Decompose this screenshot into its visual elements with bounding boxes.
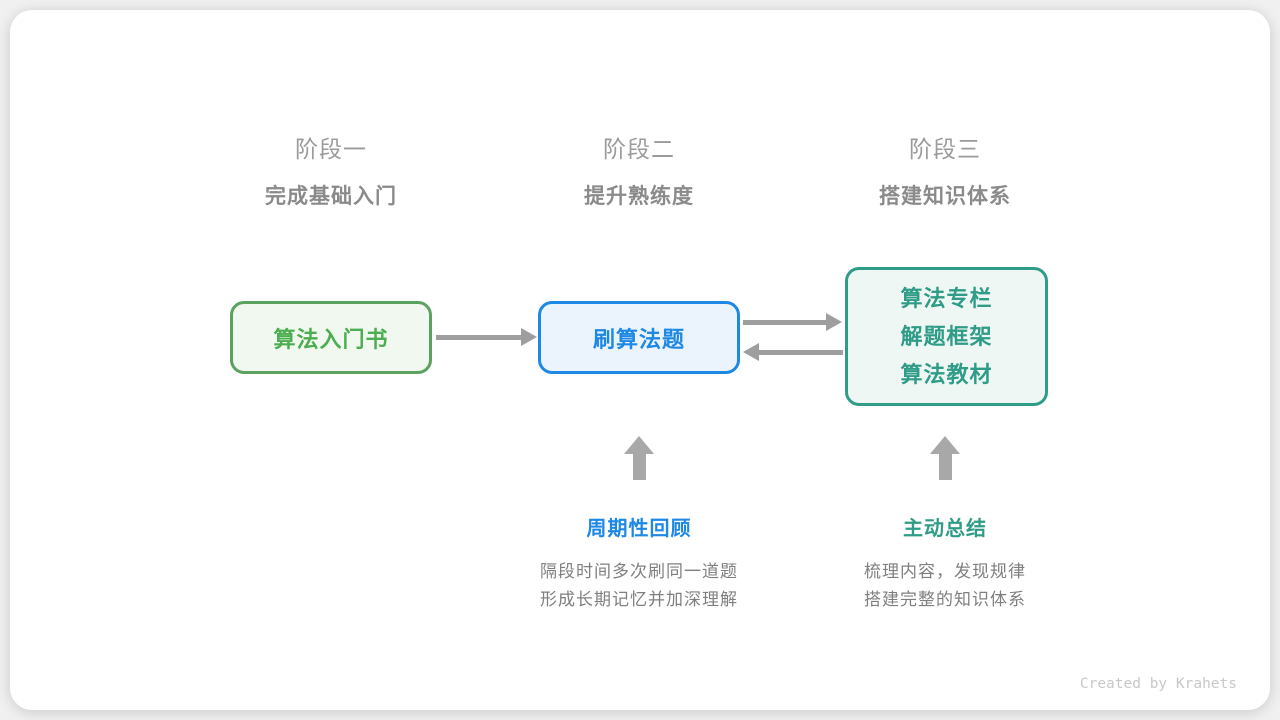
diagram-card: 阶段一 完成基础入门 阶段二 提升熟练度 阶段三 搭建知识体系 算法入门书 刷算… — [10, 10, 1270, 710]
node-intro-book: 算法入门书 — [230, 301, 432, 374]
node-resources-line1: 算法专栏 — [900, 285, 993, 311]
annotation-review-desc-line1: 隔段时间多次刷同一道题 — [540, 562, 738, 581]
annotation-review-desc-line2: 形成长期记忆并加深理解 — [540, 590, 738, 609]
stage3-label: 阶段三 — [909, 136, 981, 162]
node-resources-line2: 解题框架 — [900, 323, 993, 349]
arrow-resources-to-practice-line — [758, 350, 843, 355]
stage1-label: 阶段一 — [295, 136, 367, 162]
node-intro-book-label: 算法入门书 — [273, 326, 389, 352]
up-arrow-summary-stem — [939, 454, 952, 480]
up-arrow-review-head-icon — [624, 436, 654, 454]
node-practice: 刷算法题 — [538, 301, 740, 374]
annotation-review-title: 周期性回顾 — [586, 518, 692, 540]
up-arrow-summary-head-icon — [930, 436, 960, 454]
node-resources: 算法专栏 解题框架 算法教材 — [845, 267, 1048, 406]
arrow-intro-to-practice-line — [436, 335, 522, 340]
node-resources-line3: 算法教材 — [900, 361, 993, 387]
arrow-practice-to-resources-head-icon — [826, 313, 842, 331]
node-practice-label: 刷算法题 — [592, 326, 685, 352]
arrow-practice-to-resources-line — [743, 320, 827, 325]
annotation-summary-desc-line1: 梳理内容，发现规律 — [864, 562, 1026, 581]
annotation-summary-desc: 梳理内容，发现规律 搭建完整的知识体系 — [785, 558, 1105, 614]
stage2-label: 阶段二 — [603, 136, 675, 162]
annotation-summary-desc-line2: 搭建完整的知识体系 — [864, 590, 1026, 609]
credit-text: Created by Krahets — [1079, 676, 1237, 692]
arrow-intro-to-practice-head-icon — [521, 328, 537, 346]
stage2-subtitle: 提升熟练度 — [584, 185, 694, 208]
up-arrow-review-stem — [633, 454, 646, 480]
arrow-resources-to-practice-head-icon — [743, 343, 759, 361]
annotation-review-desc: 隔段时间多次刷同一道题 形成长期记忆并加深理解 — [479, 558, 799, 614]
stage1-subtitle: 完成基础入门 — [265, 185, 397, 208]
stage3-subtitle: 搭建知识体系 — [879, 185, 1011, 208]
annotation-summary-title: 主动总结 — [903, 518, 987, 540]
